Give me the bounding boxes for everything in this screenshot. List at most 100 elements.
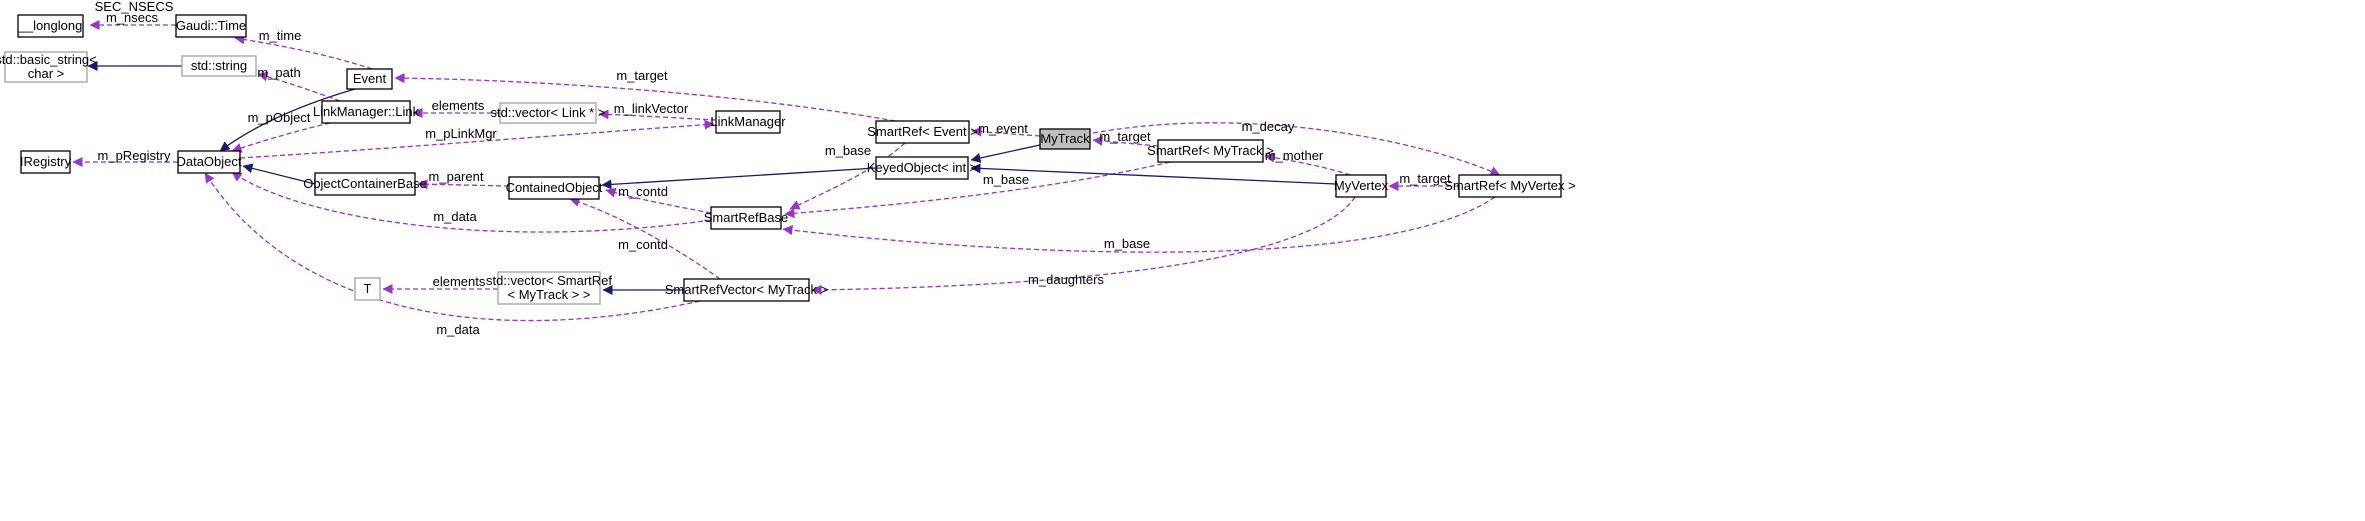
node-label: MyVertex [1334, 178, 1389, 193]
class-node-vector-link[interactable]: std::vector< Link * > [491, 102, 606, 124]
class-node-std-string[interactable]: std::string [181, 55, 257, 77]
edge-label: m_path [257, 65, 300, 80]
class-node-mytrack[interactable]: MyTrack [1039, 128, 1091, 150]
node-label: SmartRef< MyVertex > [1444, 178, 1576, 193]
inheritance-edge-mytrack-to-keyedobject [970, 144, 1041, 163]
class-node-linkmanager-link[interactable]: LinkManager::Link [313, 100, 420, 124]
class-node-smartref-myvertex[interactable]: SmartRef< MyVertex > [1444, 174, 1576, 198]
edge-label: elements [433, 274, 486, 289]
node-label: ObjectContainerBase [303, 176, 427, 191]
edge-label: m_base [1104, 236, 1150, 251]
class-node-smartref-mytrack[interactable]: SmartRef< MyTrack > [1147, 139, 1274, 163]
node-label: std::vector< Link * > [491, 105, 606, 120]
node-box [508, 176, 600, 200]
node-label: LinkManager::Link [313, 104, 420, 119]
node-box [1458, 174, 1562, 198]
node-label: MyTrack [1040, 131, 1090, 146]
node-label: LinkManager [710, 114, 786, 129]
usage-edge-smartrefbase-to-dataobject [231, 171, 712, 233]
node-label: Event [353, 71, 387, 86]
node-label: KeyedObject< int > [867, 160, 978, 175]
edge-label: m_decay [1242, 119, 1295, 134]
class-node-basic-string[interactable]: std::basic_string<char > [0, 51, 97, 83]
class-node-t[interactable]: T [354, 277, 381, 301]
node-box [875, 120, 970, 144]
edge-labels-layer: m_nsecsSEC_NSECSm_timem_pathm_pRegistrym… [95, 0, 1451, 337]
edge-label: m_event [978, 121, 1028, 136]
node-box [715, 110, 781, 134]
node-box [875, 156, 969, 180]
usage-edge-linkmanager-link-to-dataobject [231, 122, 331, 153]
edge-label: m_time [259, 28, 302, 43]
node-box [1039, 128, 1091, 150]
class-node-longlong[interactable]: __longlong [17, 14, 84, 38]
usage-edge-linkmanager-to-vector-link [598, 109, 717, 121]
edge-label: m_data [436, 322, 480, 337]
node-label: std::string [191, 58, 247, 73]
node-box [346, 68, 393, 90]
inheritance-edge-myvertex-to-keyedobject [970, 163, 1337, 185]
edge-label: m_linkVector [614, 101, 689, 116]
usage-edge-smartrefvector-to-containedobject [569, 197, 721, 280]
edge-label: m_base [825, 143, 871, 158]
node-box [683, 278, 810, 302]
usage-edge-mytrack-to-smartref-myvertex [1092, 122, 1501, 176]
node-box [321, 100, 411, 124]
edge-label: m_parent [429, 169, 484, 184]
class-node-objectcontainerbase[interactable]: ObjectContainerBase [303, 172, 427, 196]
class-node-smartrefbase[interactable]: SmartRefBase [704, 206, 789, 230]
node-label: SmartRefBase [704, 210, 789, 225]
node-box [1335, 174, 1387, 198]
usage-edge-myvertex-to-smartref-mytrack [1264, 152, 1351, 176]
edges-layer [72, 20, 1501, 322]
edge-label: m_daughters [1028, 272, 1104, 287]
inheritance-edge-keyedobject-to-containedobject [601, 167, 877, 190]
usage-edge-smartref-mytrack-to-smartrefbase [784, 161, 1171, 219]
node-label: T [364, 281, 372, 296]
class-node-smartrefvector[interactable]: SmartRefVector< MyTrack > [665, 278, 829, 302]
edge-label: m_base [983, 172, 1029, 187]
node-box [181, 55, 257, 77]
node-label: __longlong [18, 18, 83, 33]
usage-edge-smartref-mytrack-to-mytrack [1092, 135, 1159, 147]
class-node-smartref-event[interactable]: SmartRef< Event > [867, 120, 978, 144]
node-box [499, 102, 597, 124]
edge-label: m_contd [618, 184, 668, 199]
class-node-event[interactable]: Event [346, 68, 393, 90]
class-node-gaudi-time[interactable]: Gaudi::Time [175, 14, 247, 38]
usage-edge-smartref-myvertex-to-smartrefbase [782, 196, 1496, 253]
class-node-keyedobject[interactable]: KeyedObject< int > [867, 156, 978, 180]
edge-label: m_data [433, 209, 477, 224]
class-node-dataobject[interactable]: DataObject [176, 150, 242, 174]
edge-label: m_pRegistry [98, 148, 171, 163]
class-node-myvertex[interactable]: MyVertex [1334, 174, 1389, 198]
class-node-vector-smartref[interactable]: std::vector< SmartRef< MyTrack > > [486, 271, 612, 305]
inheritance-edge-event-to-dataobject [219, 88, 356, 152]
node-label: < MyTrack > > [508, 287, 591, 302]
node-label: Gaudi::Time [176, 18, 246, 33]
node-box [4, 51, 88, 83]
node-label: std::vector< SmartRef [486, 273, 612, 288]
class-node-iregistry[interactable]: IRegistry [20, 150, 72, 174]
usage-edge-smartref-event-to-event [394, 73, 896, 122]
node-box [177, 150, 241, 174]
edge-label: m_contd [618, 237, 668, 252]
edge-label: m_pLinkMgr [425, 126, 497, 141]
class-node-containedobject[interactable]: ContainedObject [506, 176, 603, 200]
edge-label: m_target [616, 68, 668, 83]
node-label: SmartRef< Event > [867, 124, 978, 139]
node-box [17, 14, 84, 38]
node-box [20, 150, 71, 174]
node-label: SmartRefVector< MyTrack > [665, 282, 829, 297]
node-box [1157, 139, 1264, 163]
usage-edge-smartref-event-to-smartrefbase [789, 142, 906, 210]
class-node-linkmanager[interactable]: LinkManager [710, 110, 786, 134]
edge-label: m_mother [1265, 148, 1324, 163]
usage-edge-containedobject-to-objectcontainerbase [417, 179, 510, 190]
node-label: DataObject [176, 154, 241, 169]
node-box [354, 277, 381, 301]
node-box [314, 172, 416, 196]
usage-edge-smartrefbase-to-containedobject [605, 187, 712, 214]
node-box [497, 271, 601, 305]
